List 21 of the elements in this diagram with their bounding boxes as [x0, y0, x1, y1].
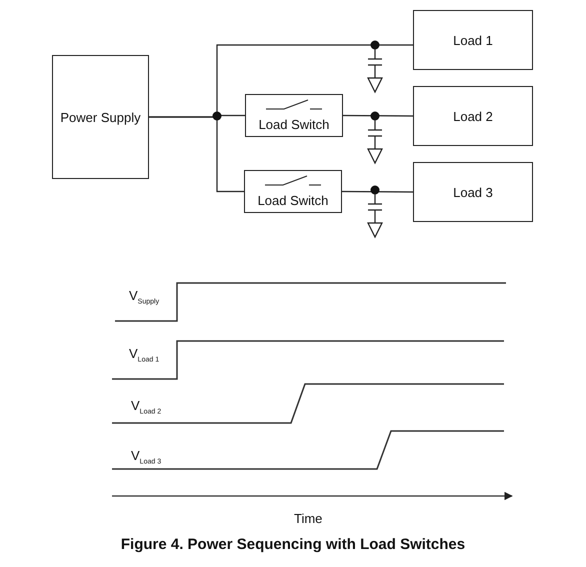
signal-label: V$_{Supply}$ — [129, 288, 160, 306]
node-label: Load Switch — [256, 193, 330, 208]
figure-caption: Figure 4. Power Sequencing with Load Switches — [120, 536, 466, 553]
block-box — [413, 162, 533, 222]
wire — [149, 116, 244, 192]
signal-label: V$_{Load 1}$ — [129, 346, 160, 364]
block-box — [52, 55, 149, 179]
node-label: Power Supply — [59, 110, 142, 125]
node-label: Load 3 — [452, 185, 494, 200]
block-box — [413, 86, 533, 146]
block-box — [413, 10, 533, 70]
node-label: Load Switch — [258, 117, 330, 132]
signal-label: V$_{Load 2}$ — [131, 398, 162, 416]
load-switch-box — [244, 170, 342, 213]
load-switch-box — [245, 94, 343, 137]
axis-label: Time — [294, 511, 322, 526]
node-label: Load 1 — [452, 33, 494, 48]
signal-label: V$_{Load 3}$ — [131, 448, 162, 466]
wire — [343, 114, 413, 117]
node-label: Load 2 — [452, 109, 494, 124]
wire — [342, 190, 413, 193]
